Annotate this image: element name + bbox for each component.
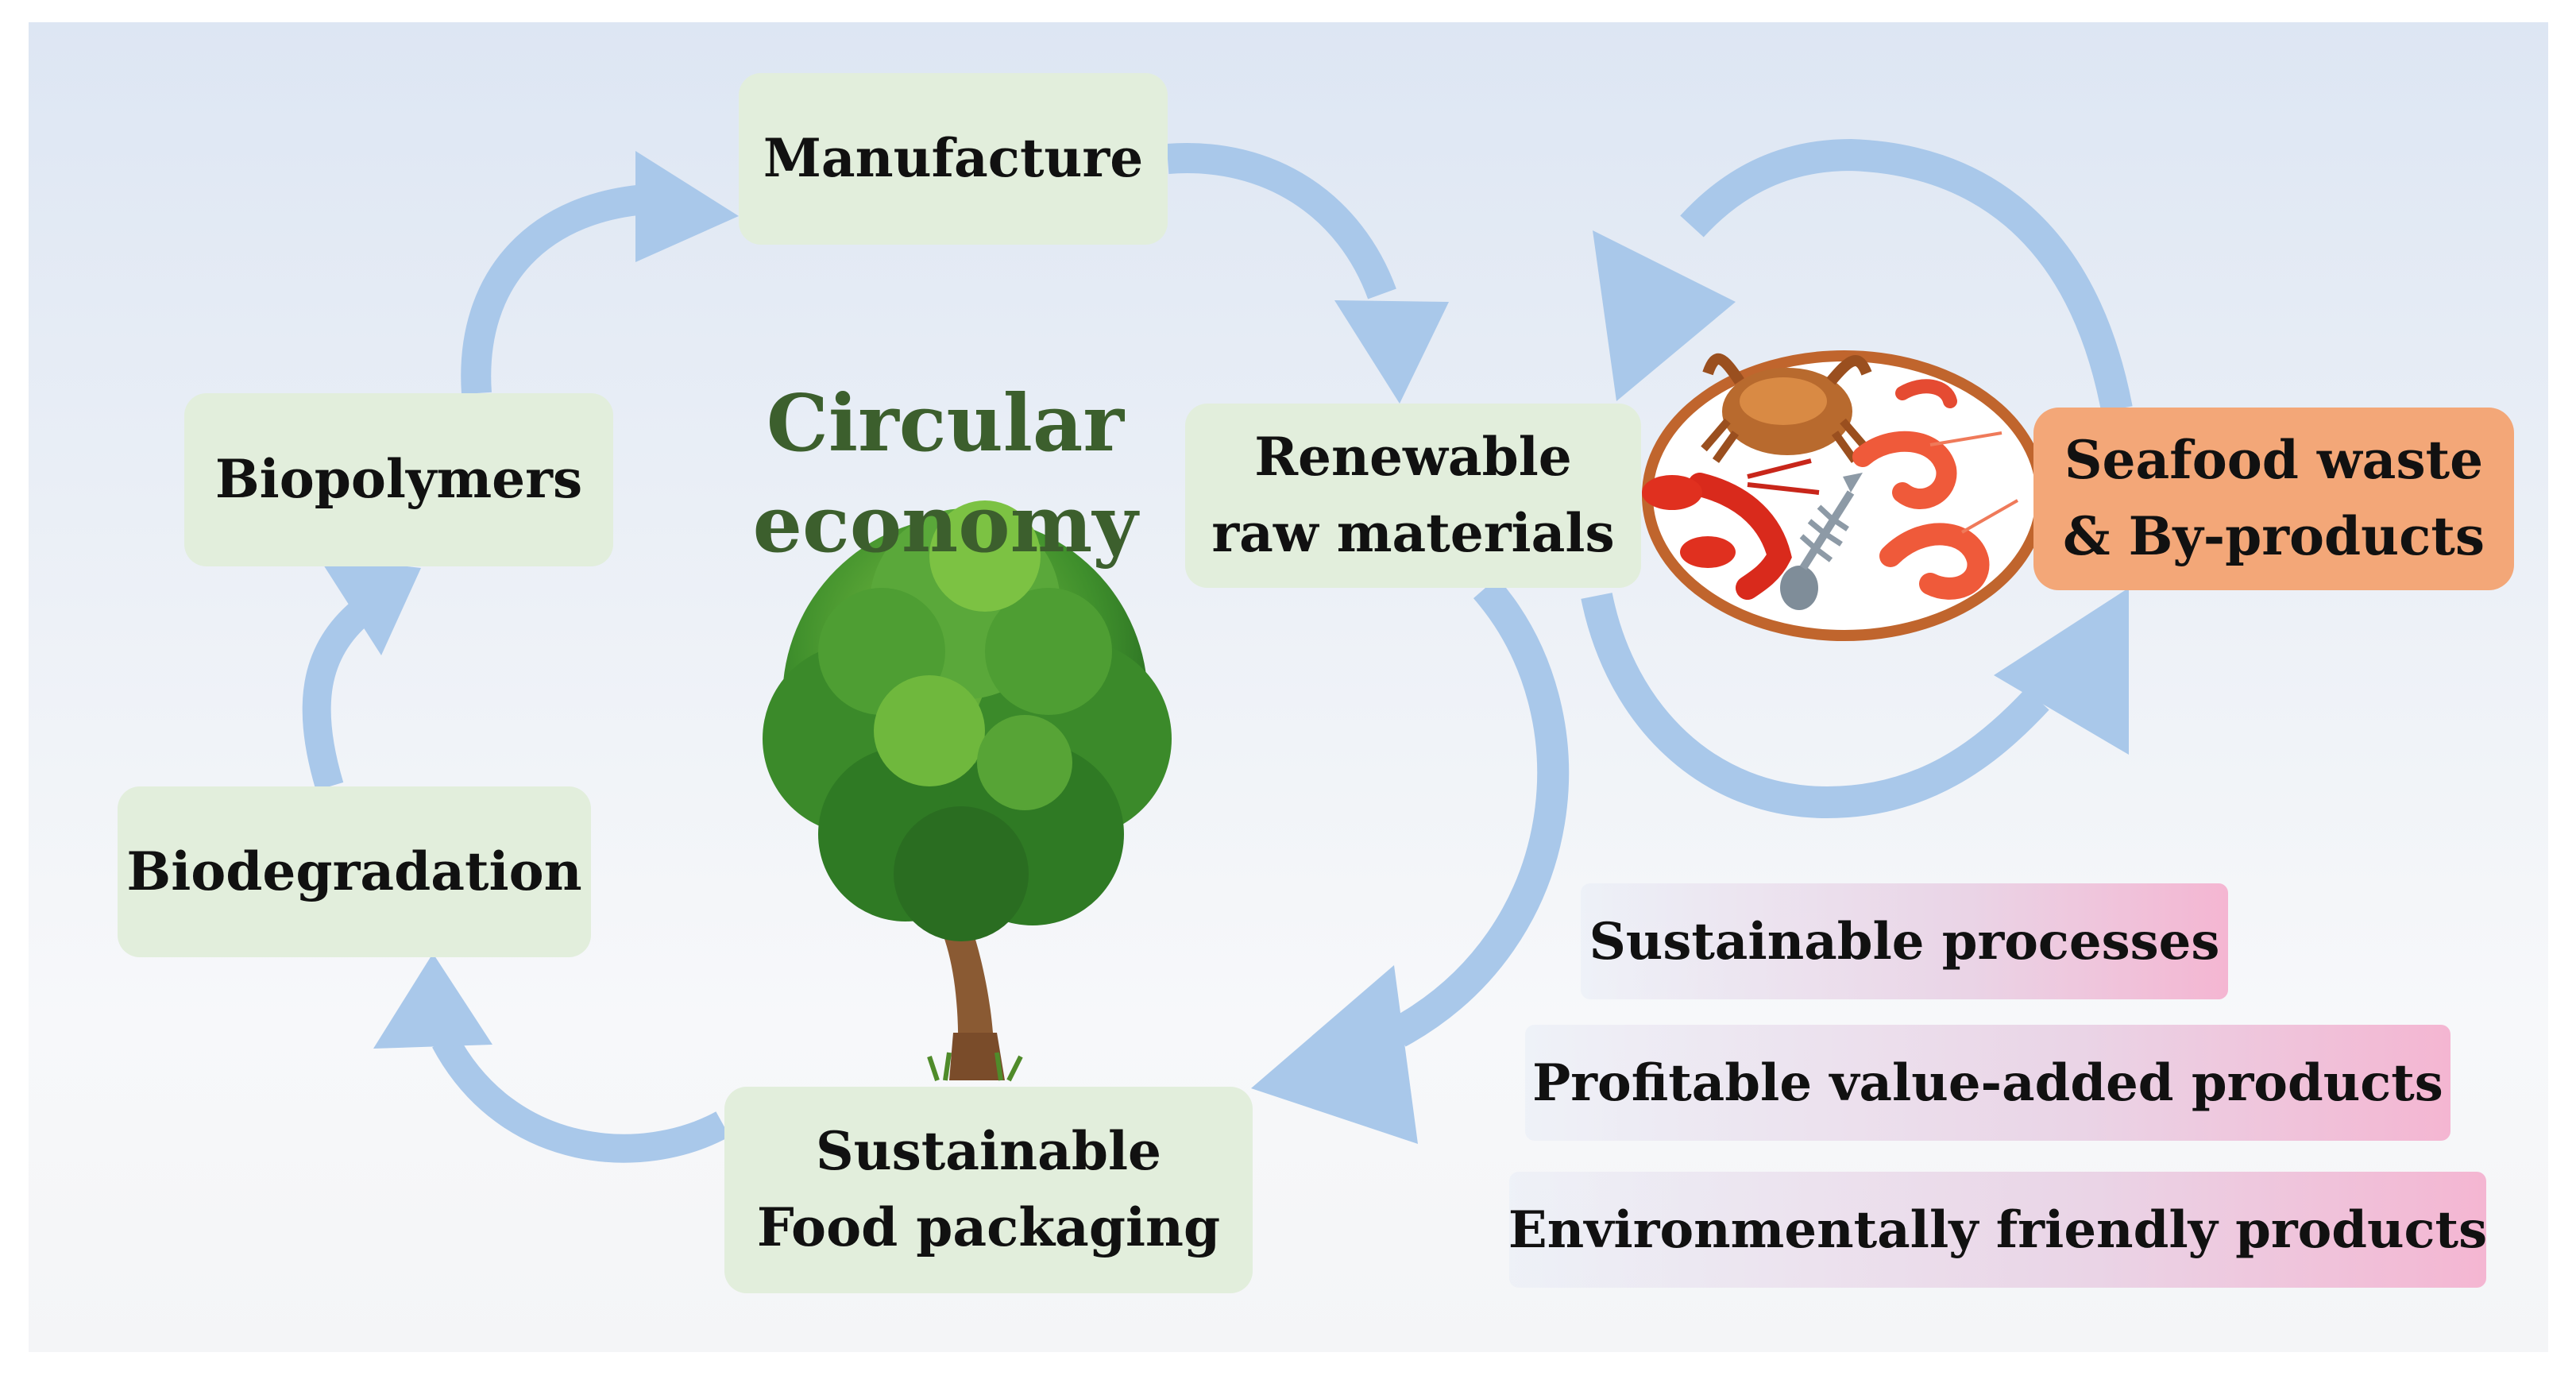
arrow-biodegradation-to-biopolymers	[302, 556, 421, 791]
benefit-label-1: Sustainable processes	[1589, 911, 2220, 972]
diagram-title: Circular economy	[731, 373, 1160, 576]
node-biodegradation-label: Biodegradation	[126, 840, 582, 902]
tree-illustration	[763, 500, 1172, 1082]
node-manufacture-label: Manufacture	[763, 127, 1144, 190]
title-line-1: Circular	[766, 378, 1125, 469]
node-biodegradation: Biodegradation	[118, 786, 591, 957]
node-renewable-raw-materials: Renewable raw materials	[1185, 404, 1641, 588]
node-packaging-line-1: Sustainable	[815, 1120, 1162, 1183]
node-seafood-waste: Seafood waste & By-products	[2033, 408, 2514, 590]
seafood-circle	[1642, 350, 2047, 641]
node-seafood-line-2: & By-products	[2063, 505, 2485, 567]
crab-icon	[1701, 354, 1872, 463]
arrow-manufacture-to-renewable	[1166, 143, 1449, 404]
benefit-label-2: Profitable value-added products	[1532, 1053, 2443, 1113]
arrow-seafood-loop-bottom	[1581, 588, 2129, 819]
node-seafood-line-1: Seafood waste	[2064, 429, 2484, 492]
node-packaging-line-2: Food packaging	[756, 1196, 1221, 1258]
fish-bone-icon	[1780, 473, 1863, 610]
arrow-renewable-to-packaging	[1251, 577, 1570, 1144]
node-renewable-line-1: Renewable	[1254, 426, 1572, 489]
arrow-biopolymers-to-manufacture	[461, 151, 739, 395]
node-manufacture: Manufacture	[739, 73, 1168, 245]
shrimp-icon	[1852, 379, 2018, 600]
benefit-profitable-products: Profitable value-added products	[1525, 1025, 2450, 1141]
lobster-icon	[1642, 458, 1820, 600]
arrow-packaging-to-biodegradation	[373, 953, 730, 1163]
benefit-label-3: Environmentally friendly products	[1508, 1200, 2488, 1260]
benefit-sustainable-processes: Sustainable processes	[1581, 883, 2228, 999]
node-sustainable-food-packaging: Sustainable Food packaging	[724, 1087, 1253, 1293]
node-renewable-line-2: raw materials	[1211, 502, 1615, 564]
node-biopolymers-label: Biopolymers	[214, 448, 583, 511]
title-line-2: economy	[752, 479, 1138, 571]
node-biopolymers: Biopolymers	[184, 393, 613, 566]
arrow-seafood-loop-top	[1593, 138, 2133, 412]
benefit-environmentally-friendly: Environmentally friendly products	[1508, 1172, 2488, 1288]
